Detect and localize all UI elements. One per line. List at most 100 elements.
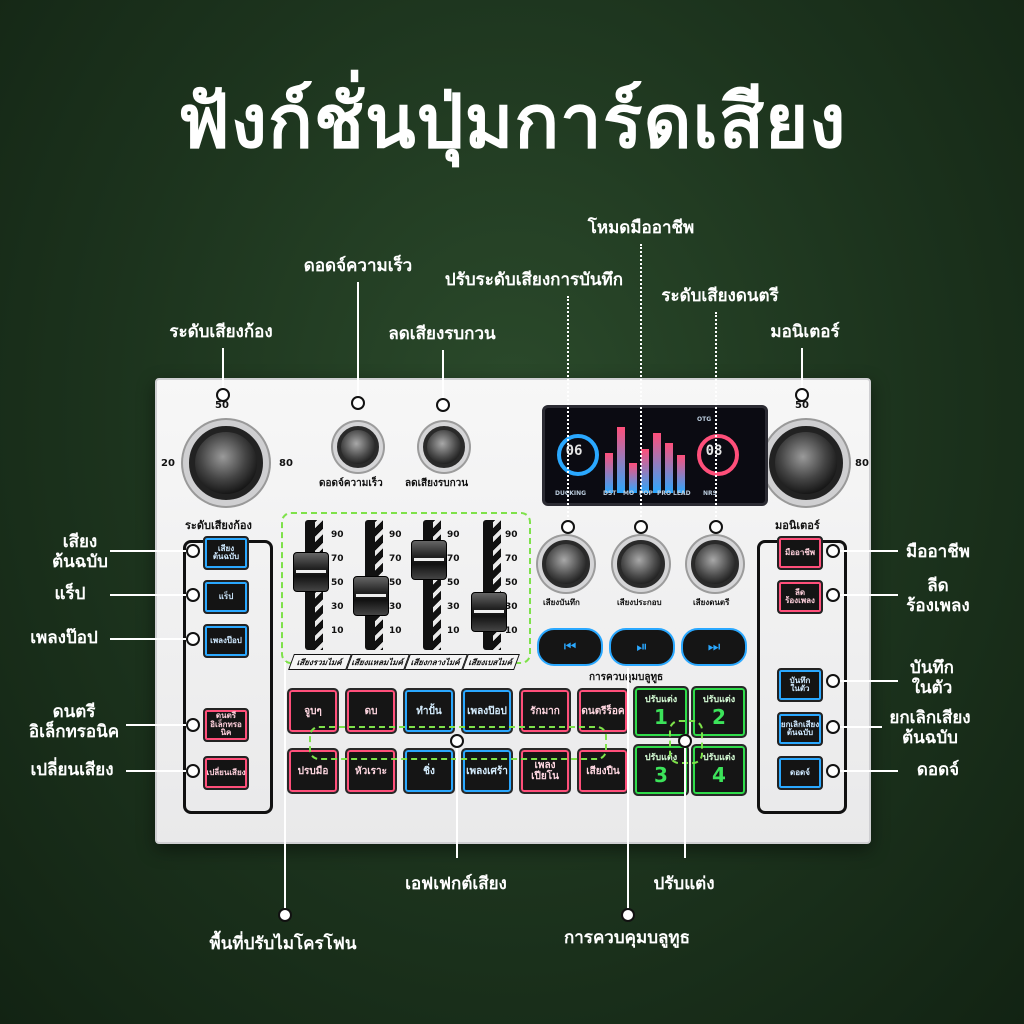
leader-line — [801, 348, 803, 396]
echo-tick-80: 80 — [279, 458, 293, 469]
callout-monitor: มอนิเตอร์ — [770, 322, 840, 342]
adjust-pad-3[interactable]: ปรับแต่ง 3 — [633, 744, 689, 796]
leader-line — [830, 680, 898, 682]
callout-edm: ดนตรี อิเล็กทรอนิค — [28, 702, 120, 743]
fader-slot — [483, 520, 493, 650]
noise-knob-label: ลดเสียงรบกวน — [405, 478, 469, 489]
leader-line — [830, 770, 898, 772]
callout-adjust: ปรับแต่ง — [653, 874, 715, 894]
record-level-knob[interactable] — [542, 540, 590, 588]
leader-dot — [186, 718, 200, 732]
fader-scale-10: 10 — [505, 626, 518, 636]
bluetooth-next-button[interactable]: ⏭ — [681, 628, 747, 666]
monitor-tick-50: 50 — [795, 400, 809, 411]
callout-pro-mode: โหมดมืออาชีพ — [587, 218, 695, 238]
record-knob-label: เสียงบันทึก — [543, 598, 580, 607]
monitor-knob[interactable] — [769, 426, 843, 500]
eq-bar — [677, 455, 685, 493]
fader-tag-bass: เสียงเบสไมค์ — [462, 654, 520, 670]
leader-line — [284, 662, 286, 914]
fader-scale-30: 30 — [447, 602, 460, 612]
effects-outline — [309, 726, 607, 760]
dodge-button[interactable]: ดอดจ์ — [777, 756, 823, 790]
mic-total-fader[interactable] — [293, 552, 329, 592]
leader-dotted — [715, 312, 717, 524]
callout-delay-speed: ดอดจ์ความเร็ว — [303, 256, 413, 276]
callout-voice-change: เปลี่ยนเสียง — [30, 760, 114, 780]
cancel-original-button[interactable]: ยกเลิกเสียง ต้นฉบับ — [777, 712, 823, 746]
leader-line — [110, 594, 194, 596]
noise-reduction-knob[interactable] — [423, 426, 465, 468]
fader-scale-70: 70 — [505, 554, 518, 564]
display-label: PRO — [657, 490, 672, 497]
leader-line — [222, 348, 224, 396]
display-label: DST — [603, 490, 617, 497]
adjust-pad-number: 4 — [712, 762, 726, 787]
leader-dot — [436, 398, 450, 412]
display-otg: OTG — [697, 416, 712, 423]
fader-tag-mid: เสียงกลางไมค์ — [404, 654, 468, 670]
pop-button[interactable]: เพลงป๊อป — [203, 624, 249, 658]
callout-lead-sing: ลีด ร้องเพลง — [906, 576, 970, 617]
fader-tag-total: เสียงรวมไมค์ — [288, 654, 352, 670]
monitor-knob-label: มอนิเตอร์ — [775, 519, 820, 532]
leader-line — [126, 724, 194, 726]
echo-tick-50: 50 — [215, 400, 229, 411]
effect-pad-piano[interactable]: เพลง เปียโน — [519, 748, 571, 794]
lead-sing-button[interactable]: ลีด ร้องเพลง — [777, 580, 823, 614]
leader-dot — [826, 544, 840, 558]
mic-treble-fader[interactable] — [353, 576, 389, 616]
adjust-pad-number: 1 — [654, 704, 668, 729]
display-label: DUCKING — [555, 490, 587, 497]
fader-scale-30: 30 — [505, 602, 518, 612]
callout-noise-reduction: ลดเสียงรบกวน — [388, 324, 496, 344]
mic-bass-fader[interactable] — [471, 592, 507, 632]
monitor-tick-80: 80 — [855, 458, 869, 469]
echo-level-knob[interactable] — [189, 426, 263, 500]
delay-knob-label: ดอดจ์ความเร็ว — [319, 478, 383, 489]
delay-speed-knob[interactable] — [337, 426, 379, 468]
mic-level-knob[interactable] — [617, 540, 665, 588]
rap-button[interactable]: แร็ป — [203, 580, 249, 614]
bluetooth-label: การควบคุมบลูทูธ — [589, 670, 663, 685]
leader-dot — [186, 588, 200, 602]
professional-button[interactable]: มืออาชีพ — [777, 536, 823, 570]
callout-bluetooth-control: การควบคุมบลูทูธ — [563, 928, 691, 948]
adjust-pad-2[interactable]: ปรับแต่ง 2 — [691, 686, 747, 738]
leader-dot — [709, 520, 723, 534]
record-inside-button[interactable]: บันทึก ในตัว — [777, 668, 823, 702]
callout-sound-effects: เอฟเฟกต์เสียง — [405, 874, 507, 894]
original-voice-button[interactable]: เสียง ต้นฉบับ — [203, 536, 249, 570]
callout-cancel-original: ยกเลิกเสียง ต้นฉบับ — [889, 708, 971, 749]
fader-scale-90: 90 — [331, 530, 344, 540]
eq-bar — [641, 449, 649, 493]
leader-dot — [795, 388, 809, 402]
leader-dot — [186, 632, 200, 646]
effect-pad-ching[interactable]: ชิ่ง — [403, 748, 455, 794]
fader-scale-50: 50 — [331, 578, 344, 588]
music-level-knob[interactable] — [691, 540, 739, 588]
effect-pad-sad[interactable]: เพลงเศร้า — [461, 748, 513, 794]
callout-professional: มืออาชีพ — [906, 542, 970, 562]
leader-dot — [278, 908, 292, 922]
leader-dot — [826, 588, 840, 602]
leader-line — [627, 668, 629, 914]
leader-line — [442, 350, 444, 406]
mic-mid-fader[interactable] — [411, 540, 447, 580]
voice-change-button[interactable]: เปลี่ยนเสียง — [203, 756, 249, 790]
edm-button[interactable]: ดนตรี อิเล็กทรอนิค — [203, 708, 249, 742]
adjust-pad-label: ปรับแต่ง — [644, 753, 678, 764]
bluetooth-play-button[interactable]: ⏯ — [609, 628, 675, 666]
display-right-number: 08 — [705, 443, 723, 459]
eq-bar — [629, 463, 637, 493]
leader-line — [684, 740, 686, 858]
adjust-pad-1[interactable]: ปรับแต่ง 1 — [633, 686, 689, 738]
adjust-pad-4[interactable]: ปรับแต่ง 4 — [691, 744, 747, 796]
effect-pad-laugh[interactable]: หัวเราะ — [345, 748, 397, 794]
adjust-outline — [669, 720, 703, 764]
leader-dot — [186, 544, 200, 558]
adjust-pad-label: ปรับแต่ง — [702, 695, 736, 706]
callout-dodge: ดอดจ์ — [916, 760, 960, 780]
bluetooth-prev-button[interactable]: ⏮ — [537, 628, 603, 666]
callout-record-level: ปรับระดับเสียงการบันทึก — [444, 270, 624, 290]
